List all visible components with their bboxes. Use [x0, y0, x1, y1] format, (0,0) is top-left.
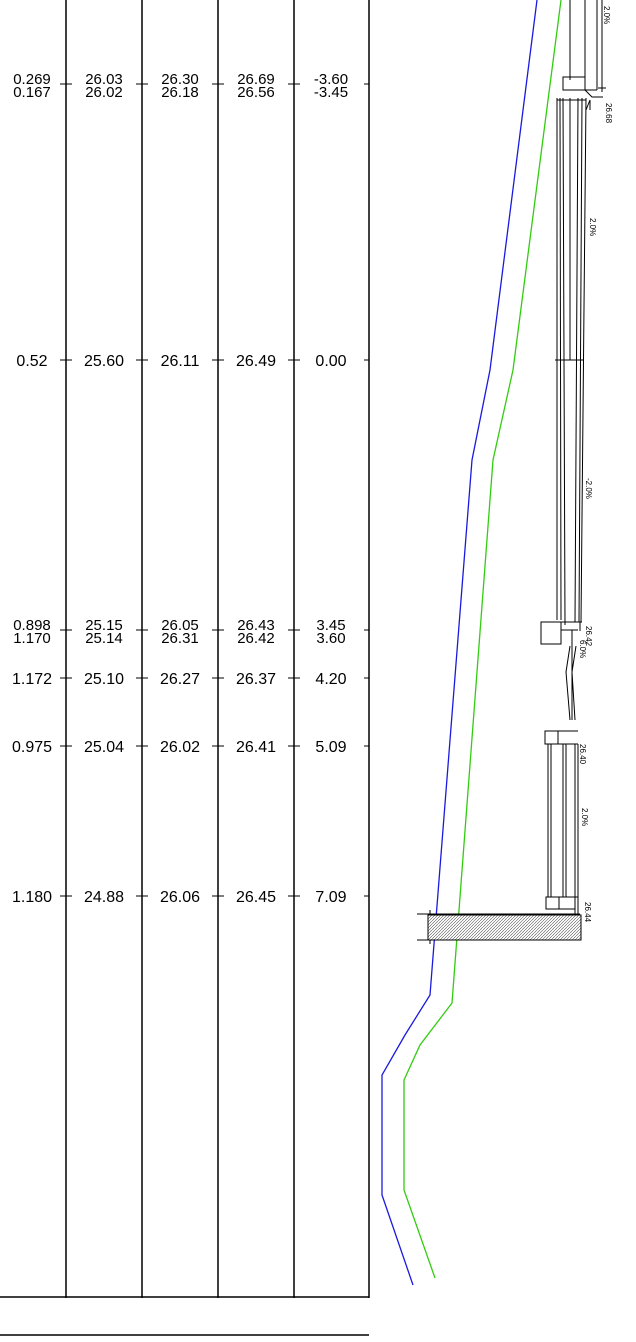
section-annotations: 26.68 26.42 26.40 26.44 2.0% 2.0% -2.0% …	[578, 6, 613, 923]
table-cell: 26.06	[160, 889, 200, 906]
table-cell: 26.05	[161, 617, 199, 634]
table-cell: 0.52	[16, 353, 47, 370]
table-cell: 25.10	[84, 671, 124, 688]
table-cell: 26.43	[237, 617, 275, 634]
table-values: 0.269 26.03 26.30 26.69 -3.60 0.167 26.0…	[12, 71, 348, 906]
table-cell: 26.31	[161, 630, 199, 647]
table-cell: 25.60	[84, 353, 124, 370]
table-cell: 5.09	[315, 739, 346, 756]
table-cell: 26.11	[161, 353, 200, 370]
table-cell: 25.15	[85, 617, 123, 634]
table-cell: 26.03	[85, 71, 123, 88]
table-cell: 26.02	[160, 739, 200, 756]
table-cell: 1.170	[13, 630, 51, 647]
elevation-label: 26.44	[583, 902, 592, 923]
table-cell: -3.60	[314, 71, 348, 88]
slope-label: 2.0%	[588, 218, 597, 236]
table-cell: 7.09	[315, 889, 346, 906]
table-cell: 3.45	[316, 617, 345, 634]
table-cell: 1.180	[12, 889, 52, 906]
slope-label: 6.0%	[578, 640, 587, 658]
table-cell: 4.20	[315, 671, 346, 688]
table-cell: 25.04	[84, 739, 124, 756]
table-cell: 26.30	[161, 71, 199, 88]
table-grid	[0, 0, 370, 1336]
table-cell: 0.167	[13, 84, 51, 101]
table-cell: 26.18	[161, 84, 199, 101]
row-ticks	[60, 83, 369, 897]
table-cell: 0.898	[13, 617, 51, 634]
table-cell: 26.42	[237, 630, 275, 647]
table-cell: 26.69	[237, 71, 275, 88]
slope-label: 2.0%	[602, 6, 611, 24]
table-cell: 0.975	[12, 739, 52, 756]
elevation-label: 26.42	[584, 626, 593, 647]
roadway-structure	[417, 0, 606, 944]
table-cell: 24.88	[84, 889, 124, 906]
table-cell: 26.45	[236, 889, 276, 906]
table-cell: 1.172	[12, 671, 52, 688]
table-cell: 26.37	[236, 671, 276, 688]
table-cell: 26.27	[160, 671, 200, 688]
table-cell: 3.60	[316, 630, 345, 647]
table-cell: 0.00	[315, 353, 346, 370]
table-cell: 26.56	[237, 84, 275, 101]
table-cell: 25.14	[85, 630, 123, 647]
table-cell: 26.02	[85, 84, 123, 101]
hatched-wall-footing	[427, 914, 582, 941]
design-line	[403, 0, 562, 1279]
table-cell: 0.269	[13, 71, 51, 88]
slope-label: 2.0%	[580, 808, 589, 826]
existing-ground-line	[381, 0, 538, 1286]
table-cell: -3.45	[314, 84, 348, 101]
table-cell: 26.41	[236, 739, 276, 756]
elevation-label: 26.40	[578, 744, 587, 765]
elevation-label: 26.68	[604, 103, 613, 124]
table-cell: 26.49	[236, 353, 276, 370]
slope-label: -2.0%	[584, 478, 593, 499]
